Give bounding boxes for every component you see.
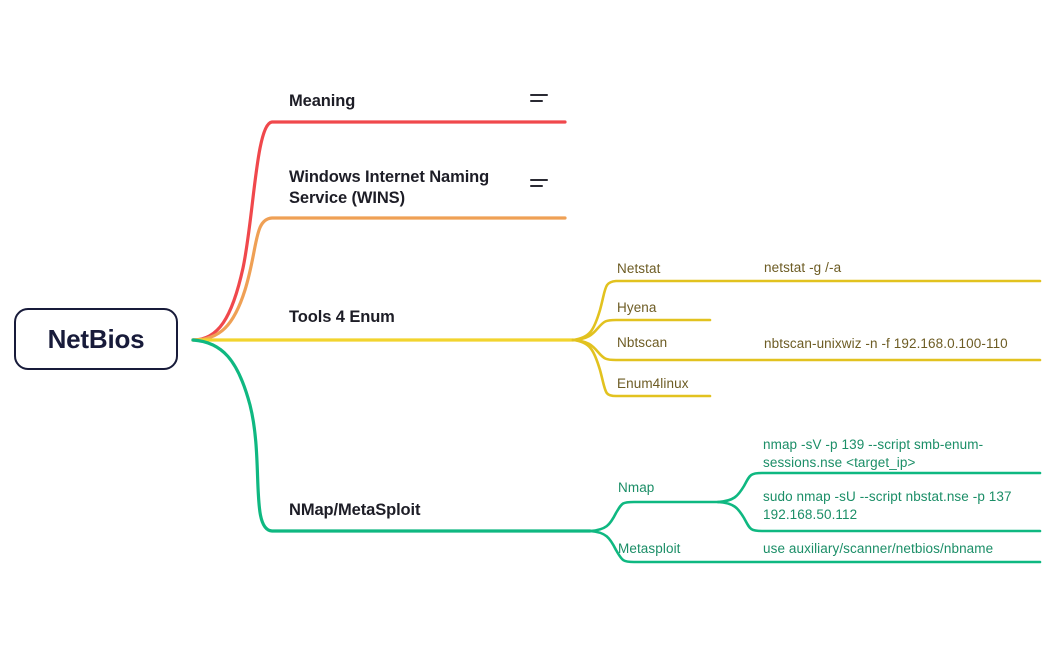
sub-label-hyena[interactable]: Hyena — [617, 300, 657, 315]
root-node[interactable]: NetBios — [14, 308, 178, 370]
sub-label-nbtscan[interactable]: Nbtscan — [617, 335, 668, 350]
leaf-text-nmap-cmd-1-line2: sessions.nse <target_ip> — [763, 455, 916, 470]
sub-label-netstat[interactable]: Netstat — [617, 261, 661, 276]
leaf-text-nmap-cmd-2[interactable]: sudo nmap -sU --script nbstat.nse -p 137… — [763, 488, 1038, 524]
leaf-text-nbtscan-cmd[interactable]: nbtscan-unixwiz -n -f 192.168.0.100-110 — [764, 336, 1008, 351]
leaf-text-metasploit-cmd[interactable]: use auxiliary/scanner/netbios/nbname — [763, 541, 994, 556]
note-lines-icon-wins[interactable] — [530, 179, 548, 191]
branch-label-tools-4-enum[interactable]: Tools 4 Enum — [289, 308, 395, 326]
branch-label-wins-line2: Service (WINS) — [289, 189, 405, 207]
leaf-text-nmap-cmd-1-line1: nmap -sV -p 139 --script smb-enum- — [763, 437, 984, 452]
leaf-text-netstat-cmd[interactable]: netstat -g /-a — [764, 260, 842, 275]
sub-label-enum4linux[interactable]: Enum4linux — [617, 376, 689, 391]
subbranch-line-nmap — [588, 500, 720, 533]
branch-label-nmap-metasploit[interactable]: NMap/MetaSploit — [289, 501, 421, 519]
note-lines-icon-meaning[interactable] — [530, 94, 548, 106]
leaf-text-nmap-cmd-2-line2: 192.168.50.112 — [763, 507, 858, 522]
branch-label-wins[interactable]: Windows Internet Naming Service (WINS) — [289, 167, 529, 209]
leaf-text-nmap-cmd-2-line1: sudo nmap -sU --script nbstat.nse -p 137 — [763, 489, 1012, 504]
leaf-text-nmap-cmd-1[interactable]: nmap -sV -p 139 --script smb-enum- sessi… — [763, 436, 1028, 472]
branch-label-meaning[interactable]: Meaning — [289, 92, 356, 110]
branch-label-wins-line1: Windows Internet Naming — [289, 168, 490, 186]
root-node-label: NetBios — [47, 323, 145, 354]
sub-label-nmap[interactable]: Nmap — [618, 480, 655, 495]
sub-label-metasploit[interactable]: Metasploit — [618, 541, 681, 556]
